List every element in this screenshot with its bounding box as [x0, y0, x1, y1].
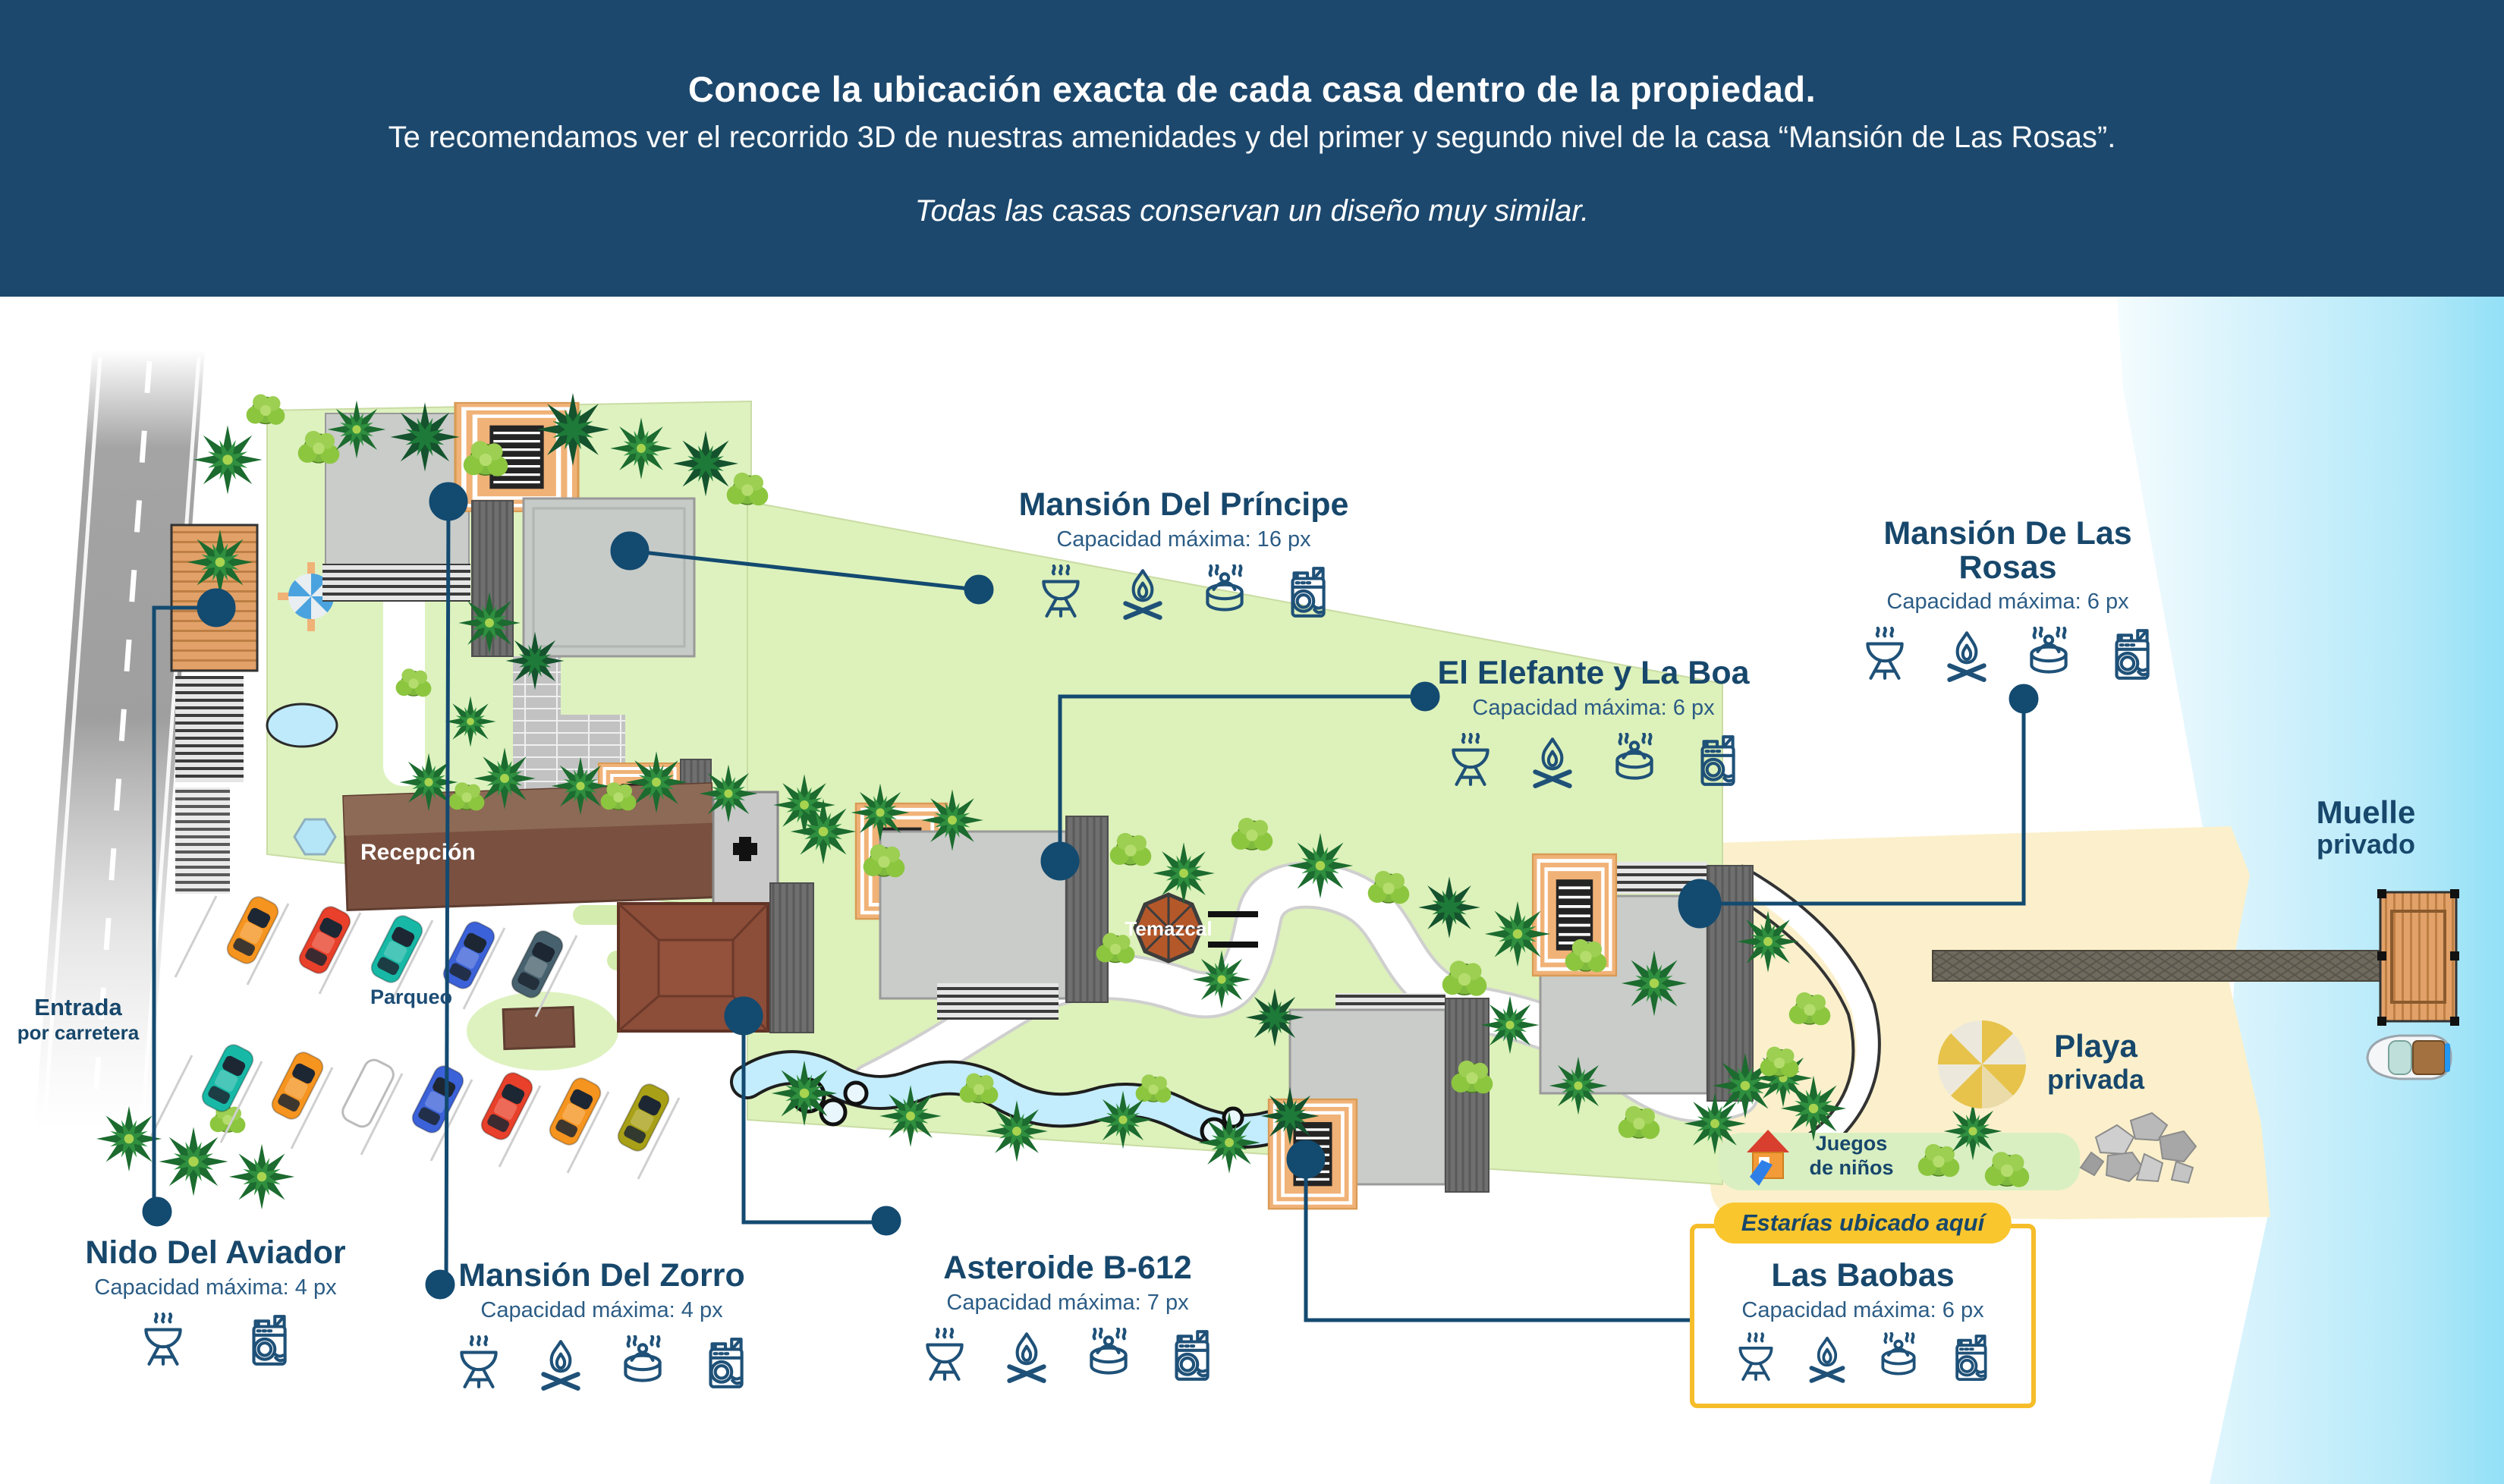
hot-tub-icon	[1084, 1328, 1134, 1384]
site-map: Entrada por carretera Parqueo Recepción …	[0, 297, 2504, 1484]
house-capacity: Capacidad máxima: 4 px	[480, 1297, 723, 1322]
beach-label: Playa	[2054, 1028, 2138, 1064]
hot-tub-icon	[1200, 564, 1250, 621]
dock-platform	[2377, 889, 2459, 1026]
connector-lines	[142, 482, 2039, 1322]
header-subtitle: Te recomendamos ver el recorrido 3D de n…	[388, 121, 2116, 154]
header-note: Todas las casas conservan un diseño muy …	[914, 194, 1590, 228]
bbq-grill-icon	[1860, 627, 1910, 683]
house-name: Mansión Del Zorro	[458, 1257, 745, 1294]
hot-tub-icon	[618, 1335, 668, 1391]
playground-label: Juegos	[1816, 1132, 1888, 1155]
label-block-asteroide: Asteroide B-612 Capacidad máxima: 7 px	[902, 1251, 1233, 1384]
laundry-icon	[1955, 1334, 1987, 1381]
dock-label: Muelle	[2317, 794, 2416, 830]
beach-label-2: privada	[2047, 1064, 2145, 1095]
label-block-rosas: Mansión De Las Rosas Capacidad máxima: 6…	[1835, 517, 2181, 683]
dock-label-2: privado	[2317, 828, 2415, 860]
house-name: Las Baobas	[1771, 1257, 1955, 1294]
reception-label: Recepción	[360, 840, 476, 865]
river	[730, 1050, 1288, 1149]
house-name: El Elefante y La Boa	[1437, 655, 1750, 691]
parking-cars	[198, 892, 673, 1155]
you-are-here-badge: Estarías ubicado aquí	[1713, 1203, 2012, 1243]
house-aviador	[170, 523, 259, 894]
temazcal-structure	[1133, 892, 1258, 964]
hot-tub-icon	[1881, 1332, 1916, 1376]
laundry-icon	[700, 1335, 750, 1391]
entrance-label: Entrada	[34, 994, 122, 1020]
house-capacity: Capacidad máxima: 6 px	[1741, 1297, 1984, 1322]
ocean	[2117, 297, 2504, 1484]
dock-pier	[1932, 950, 2381, 982]
bbq-grill-icon	[1738, 1332, 1773, 1381]
bbq-grill-icon	[1036, 564, 1086, 621]
hot-tub-icon	[2024, 627, 2074, 683]
label-block-aviador: Nido Del Aviador Capacidad máxima: 4 px	[56, 1236, 375, 1369]
bbq-grill-icon	[138, 1313, 188, 1369]
house-capacity: Capacidad máxima: 6 px	[1472, 695, 1715, 720]
garden-shed	[502, 1005, 576, 1051]
reception-building	[342, 782, 717, 912]
site-map-illustration: Entrada por carretera Parqueo Recepción …	[17, 297, 2504, 1484]
campfire-icon	[1002, 1328, 1052, 1384]
pond	[266, 703, 338, 748]
house-capacity: Capacidad máxima: 4 px	[94, 1275, 337, 1300]
house-name: Mansión De Las Rosas	[1883, 515, 2132, 586]
label-block-baobas-highlight: Estarías ubicado aquí Las Baobas Capacid…	[1690, 1203, 2036, 1408]
parking-label: Parqueo	[370, 986, 452, 1008]
hot-tub-icon	[1609, 733, 1659, 789]
laundry-icon	[2106, 627, 2156, 683]
temazcal-label: Temazcal	[1125, 917, 1212, 940]
bbq-grill-icon	[454, 1335, 504, 1391]
parking-slots	[149, 895, 681, 1180]
campfire-icon	[536, 1335, 586, 1391]
laundry-icon	[1691, 733, 1741, 789]
house-elefante	[856, 803, 1109, 1020]
label-block-principe: Mansión Del Príncipe Capacidad máxima: 1…	[1008, 488, 1360, 621]
laundry-icon	[1165, 1328, 1216, 1384]
house-name: Asteroide B-612	[943, 1250, 1192, 1286]
playground-label-2: de niños	[1809, 1156, 1893, 1179]
campfire-icon	[1942, 627, 1992, 683]
header-banner: Conoce la ubicación exacta de cada casa …	[0, 0, 2504, 297]
house-capacity: Capacidad máxima: 7 px	[946, 1290, 1189, 1315]
house-capacity: Capacidad máxima: 6 px	[1886, 590, 2129, 615]
label-block-zorro: Mansión Del Zorro Capacidad máxima: 4 px	[435, 1259, 769, 1391]
bbq-grill-icon	[1445, 733, 1496, 789]
house-name: Nido Del Aviador	[85, 1234, 346, 1271]
campfire-icon	[1804, 1332, 1850, 1384]
rocks	[2079, 1111, 2197, 1184]
plunge-pool	[293, 818, 337, 856]
boat	[2366, 1034, 2452, 1080]
entrance-road	[32, 350, 205, 1169]
campfire-icon	[1527, 733, 1578, 789]
house-asteroide	[617, 882, 814, 1033]
reception-annex	[712, 791, 779, 905]
playground	[1747, 1130, 1789, 1186]
header-title: Conoce la ubicación exacta de cada casa …	[687, 69, 1817, 109]
house-name: Mansión Del Príncipe	[1018, 486, 1349, 523]
campfire-icon	[1118, 564, 1168, 621]
laundry-icon	[243, 1313, 293, 1369]
house-capacity: Capacidad máxima: 16 px	[1056, 527, 1311, 552]
entrance-label-2: por carretera	[17, 1021, 140, 1044]
laundry-icon	[1282, 564, 1332, 621]
beach-umbrella-icon	[1938, 1020, 2026, 1108]
label-block-elefante: El Elefante y La Boa Capacidad máxima: 6…	[1428, 656, 1759, 789]
bbq-grill-icon	[920, 1328, 970, 1384]
